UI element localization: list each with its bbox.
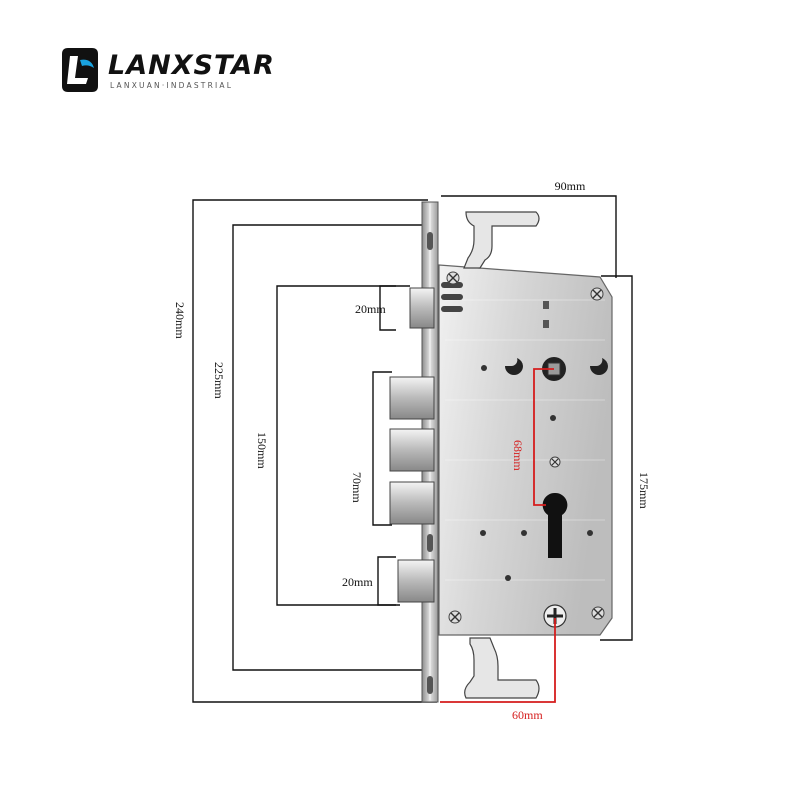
label-175mm: 175mm xyxy=(637,472,651,509)
bolt-2 xyxy=(389,428,435,472)
screw-top-right xyxy=(590,287,604,301)
bolt-3 xyxy=(389,481,435,525)
brand-tagline: LANXUAN·INDASTRIAL xyxy=(110,81,234,90)
label-68mm: 68mm xyxy=(511,440,525,471)
dim-line-225 xyxy=(232,224,437,671)
screw-bottom-right xyxy=(591,606,605,620)
hook-bottom xyxy=(464,637,540,699)
lock-case xyxy=(438,264,613,636)
dim-line-20-lower xyxy=(377,556,396,606)
label-20mm-upper: 20mm xyxy=(355,302,386,316)
dim-line-90 xyxy=(441,195,617,278)
label-150mm: 150mm xyxy=(255,432,269,469)
brand-logo: LANXSTAR LANXUAN·INDASTRIAL xyxy=(58,46,274,96)
dimension-lines xyxy=(192,195,633,703)
brand-name: LANXSTAR xyxy=(108,50,275,81)
lanxstar-logo-icon xyxy=(62,48,98,92)
latch-lower xyxy=(397,559,435,603)
dim-line-240 xyxy=(192,199,437,703)
hook-top xyxy=(463,211,540,269)
dim-line-60 xyxy=(440,618,556,703)
dim-line-175 xyxy=(600,275,633,641)
label-240mm: 240mm xyxy=(173,302,187,339)
dim-line-150 xyxy=(276,285,410,606)
bolt-1 xyxy=(389,376,435,420)
label-90mm: 90mm xyxy=(555,179,586,193)
dim-line-20-upper xyxy=(379,285,396,331)
screw-top-left xyxy=(446,271,460,285)
latch-upper xyxy=(409,287,435,329)
cylinder-cutout xyxy=(542,492,568,558)
label-225mm: 225mm xyxy=(212,362,226,399)
dim-line-68 xyxy=(533,368,554,506)
bolts xyxy=(389,287,435,603)
highlight-lines xyxy=(440,368,556,703)
label-20mm-lower: 20mm xyxy=(342,575,373,589)
screw-bottom-left xyxy=(448,610,462,624)
label-60mm: 60mm xyxy=(512,708,543,722)
label-70mm: 70mm xyxy=(350,472,364,503)
screw-mid xyxy=(549,456,561,468)
dim-line-70 xyxy=(372,371,392,526)
